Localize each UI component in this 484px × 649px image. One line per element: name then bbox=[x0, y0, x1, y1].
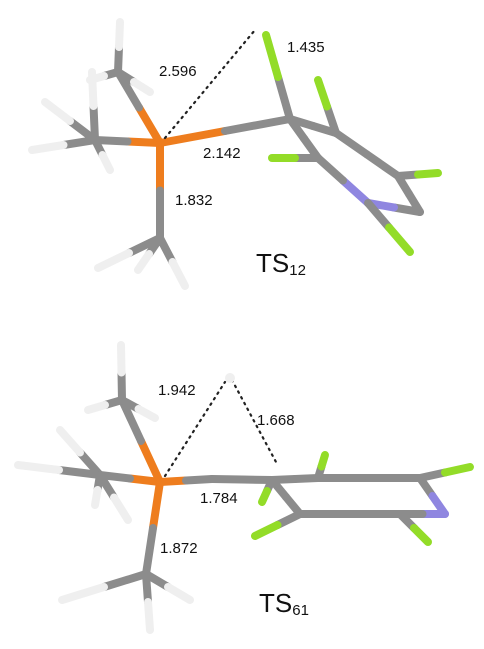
ts12-bond-h10-b bbox=[134, 250, 153, 274]
ts12-bond-h7-b bbox=[98, 151, 114, 174]
ts61-bond-c-f-right-a bbox=[416, 468, 449, 482]
ts12-ring-bond-1-a bbox=[332, 129, 371, 159]
ts12-bond-h5-b bbox=[41, 98, 74, 125]
ts61-bond-p-ch3-left-a bbox=[126, 474, 164, 486]
ts61-bond-h10-a bbox=[142, 570, 152, 606]
ts12-bond-c-f-upper-b bbox=[314, 76, 331, 111]
ts12-phosphorus-atom bbox=[156, 139, 164, 147]
ts61-bond-h6-b bbox=[110, 493, 132, 524]
ts61-bond-c-f-top-b bbox=[317, 451, 329, 471]
ts12-bond-h4-a bbox=[89, 102, 99, 144]
distance-label-ts61-p-ch3: 1.872 bbox=[160, 540, 198, 557]
ts61-bond-p-c-b bbox=[182, 475, 216, 485]
ts12-bond-h4-b bbox=[88, 68, 98, 110]
ts12-bond-p-c-b bbox=[221, 115, 294, 135]
ts61-bond-c-f-lower-b bbox=[410, 524, 432, 546]
ts12-bond-h6-a bbox=[59, 136, 99, 149]
ts12-bond-p-ch3-left-b bbox=[91, 136, 132, 146]
ts61-phosphorus-atom bbox=[156, 478, 164, 486]
ts12-bond-h2-b bbox=[130, 78, 154, 96]
ts61-bond-h5-a bbox=[55, 466, 104, 479]
ts61-dotted-p-h bbox=[163, 380, 227, 478]
ts12-label: TS12 bbox=[256, 248, 306, 279]
distance-label-ts61-p-c: 1.784 bbox=[200, 490, 238, 507]
distance-label-ts12-c-f: 1.435 bbox=[287, 39, 325, 56]
ts12-bond-c-f-lower-a bbox=[364, 199, 393, 232]
ts61-bond-h10-b bbox=[144, 598, 154, 634]
ts12-dotted-p-f bbox=[163, 28, 257, 140]
ts12-bond-c-f-top-a bbox=[274, 73, 294, 123]
ts61-bond-c-f-left-b bbox=[251, 521, 282, 540]
ts12-bond-h1-b bbox=[115, 18, 124, 51]
ts12-bond-c-f-lower-b bbox=[385, 223, 414, 256]
ts12-ring-bond-4-a bbox=[339, 176, 372, 207]
distance-label-ts12-p-c: 2.142 bbox=[203, 145, 241, 162]
ts61-bond-h1-a bbox=[117, 368, 126, 404]
ts12-bond-c-f-upper-a bbox=[323, 102, 340, 137]
ts61-bond-p-ch3-up-a bbox=[137, 437, 164, 486]
ts12-ring-bond-5-b bbox=[286, 115, 308, 143]
distance-label-ts61-c-h: 1.668 bbox=[257, 412, 295, 429]
ts61-bond-p-ch3-down-a bbox=[149, 478, 164, 532]
ts12-bond-h1-a bbox=[114, 43, 123, 76]
ts12-bond-p-ch3-up-a bbox=[135, 103, 164, 147]
ts61-bond-p-c-a bbox=[156, 476, 190, 486]
ts12-ring-bond-4-b bbox=[314, 154, 347, 185]
ts61-bond-h8-a bbox=[100, 570, 150, 591]
ts12-bond-p-ch3-left-a bbox=[123, 137, 164, 147]
ts12-ring-bond-1-b bbox=[363, 150, 402, 180]
distance-label-ts12-p-ch3: 1.832 bbox=[175, 192, 213, 209]
distance-label-ts12-p-f: 2.596 bbox=[159, 63, 197, 80]
ts61-bond-p-ch3-up-b bbox=[118, 396, 145, 445]
ts61-bond-h4-b bbox=[56, 426, 84, 457]
ts61-transferring-hydrogen-atom bbox=[225, 373, 235, 383]
ts61-bond-c-ring-b bbox=[238, 475, 276, 484]
ts61-bond-c-f-left-a bbox=[273, 510, 304, 529]
ts61-bond-h8-b bbox=[58, 583, 108, 604]
distance-label-ts61-p-h: 1.942 bbox=[158, 382, 196, 399]
ts12-bond-c-f-right-b bbox=[414, 169, 442, 179]
ts61-bond-p-ch3-down-b bbox=[142, 524, 157, 578]
ts61-bond-h3-b bbox=[84, 401, 109, 414]
ts61-bond-c-ring-a bbox=[208, 475, 246, 484]
ts61-label: TS61 bbox=[259, 588, 309, 619]
ts61-bond-c-f-inner-b bbox=[258, 487, 271, 506]
ts61-label-subscript: 61 bbox=[292, 602, 309, 619]
ts61-label-main: TS bbox=[259, 588, 293, 618]
ts12-label-subscript: 12 bbox=[289, 262, 306, 279]
ts12-label-main: TS bbox=[256, 248, 290, 278]
ts12-bond-h8-b bbox=[94, 249, 133, 272]
ts61-bond-h7-b bbox=[91, 486, 102, 509]
ts12-bond-h6-b bbox=[28, 141, 68, 154]
ts12-bond-p-c-a bbox=[156, 127, 229, 147]
ts61-dotted-c-h bbox=[230, 378, 278, 464]
ts12-ring-bond-3-a bbox=[390, 203, 424, 216]
ts61-bond-h5-b bbox=[14, 461, 63, 474]
ts12-bond-h9-b bbox=[168, 258, 189, 290]
ts61-bond-h2-b bbox=[134, 405, 159, 422]
ts61-bond-h1-b bbox=[117, 341, 126, 377]
ts61-bond-h9-b bbox=[164, 583, 194, 604]
ts12-bond-c-f-top-b bbox=[262, 31, 282, 81]
ts61-bond-c-f-right-b bbox=[441, 463, 474, 477]
